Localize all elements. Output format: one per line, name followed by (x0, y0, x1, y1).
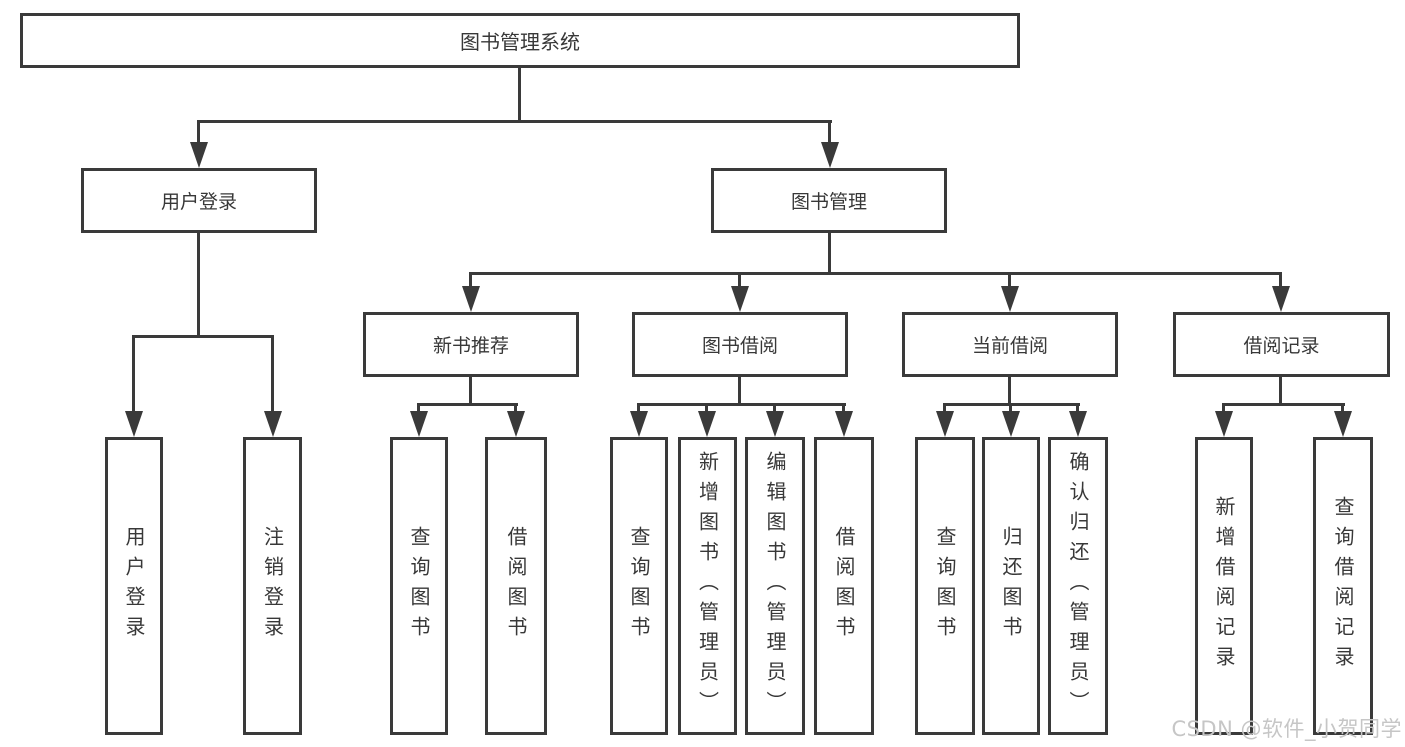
leaf-borrow-book-borrow: 借阅图书 (814, 437, 874, 735)
leaf-return-book: 归还图书 (982, 437, 1040, 735)
connector-line (638, 403, 846, 406)
leaf-confirm-return-admin: 确认归还（管理员） (1048, 437, 1108, 735)
arrow-down-icon (1334, 411, 1352, 437)
connector-line (842, 403, 845, 415)
arrow-down-icon (1001, 286, 1019, 312)
arrow-down-icon (1272, 286, 1290, 312)
leaf-query-book-current: 查询图书 (915, 437, 975, 735)
arrow-down-icon (731, 286, 749, 312)
leaf-query-borrow-record: 查询借阅记录 (1313, 437, 1373, 735)
arrow-down-icon (1002, 411, 1020, 437)
node-current-borrowing: 当前借阅 (902, 312, 1118, 377)
connector-line (198, 120, 832, 123)
arrow-down-icon (1215, 411, 1233, 437)
connector-line (1341, 403, 1344, 415)
connector-line (1008, 272, 1011, 290)
connector-line (469, 375, 472, 405)
connector-line (514, 403, 517, 415)
connector-line (197, 120, 200, 146)
connector-line (470, 272, 1282, 275)
node-book-management: 图书管理 (711, 168, 947, 233)
connector-line (132, 335, 135, 415)
arrow-down-icon (462, 286, 480, 312)
connector-line (418, 403, 518, 406)
connector-line (944, 403, 1080, 406)
leaf-edit-book-admin: 编辑图书（管理员） (745, 437, 805, 735)
connector-line (738, 272, 741, 290)
node-book-borrowing: 图书借阅 (632, 312, 848, 377)
connector-line (637, 403, 640, 415)
arrow-down-icon (1069, 411, 1087, 437)
connector-line (1009, 403, 1012, 415)
arrow-down-icon (507, 411, 525, 437)
leaf-query-book-newrec: 查询图书 (390, 437, 448, 735)
connector-line (133, 335, 274, 338)
connector-line (828, 120, 831, 146)
connector-line (469, 272, 472, 290)
connector-line (943, 403, 946, 415)
connector-line (1279, 272, 1282, 290)
arrow-down-icon (190, 142, 208, 168)
arrow-down-icon (125, 411, 143, 437)
connector-line (738, 375, 741, 405)
connector-line (773, 403, 776, 415)
node-user-login: 用户登录 (81, 168, 317, 233)
connector-line (828, 230, 831, 275)
arrow-down-icon (264, 411, 282, 437)
connector-line (1222, 403, 1225, 415)
connector-line (518, 66, 521, 123)
arrow-down-icon (766, 411, 784, 437)
arrow-down-icon (821, 142, 839, 168)
leaf-borrow-book-newrec: 借阅图书 (485, 437, 547, 735)
leaf-user-login: 用户登录 (105, 437, 163, 735)
leaf-query-book-borrow: 查询图书 (610, 437, 668, 735)
leaf-add-book-admin: 新增图书（管理员） (678, 437, 737, 735)
connector-line (197, 230, 200, 337)
arrow-down-icon (630, 411, 648, 437)
connector-line (1279, 375, 1282, 405)
csdn-watermark: CSDN @软件_小贺同学 (1171, 717, 1402, 741)
arrow-down-icon (410, 411, 428, 437)
arrow-down-icon (936, 411, 954, 437)
connector-line (1076, 403, 1079, 415)
connector-line (705, 403, 708, 415)
connector-line (1223, 403, 1345, 406)
arrow-down-icon (698, 411, 716, 437)
connector-line (271, 335, 274, 415)
connector-line (1008, 375, 1011, 405)
connector-line (417, 403, 420, 415)
leaf-add-borrow-record: 新增借阅记录 (1195, 437, 1253, 735)
leaf-logout: 注销登录 (243, 437, 302, 735)
node-new-book-recommend: 新书推荐 (363, 312, 579, 377)
arrow-down-icon (835, 411, 853, 437)
node-root-library-system: 图书管理系统 (20, 13, 1020, 68)
node-borrow-records: 借阅记录 (1173, 312, 1390, 377)
